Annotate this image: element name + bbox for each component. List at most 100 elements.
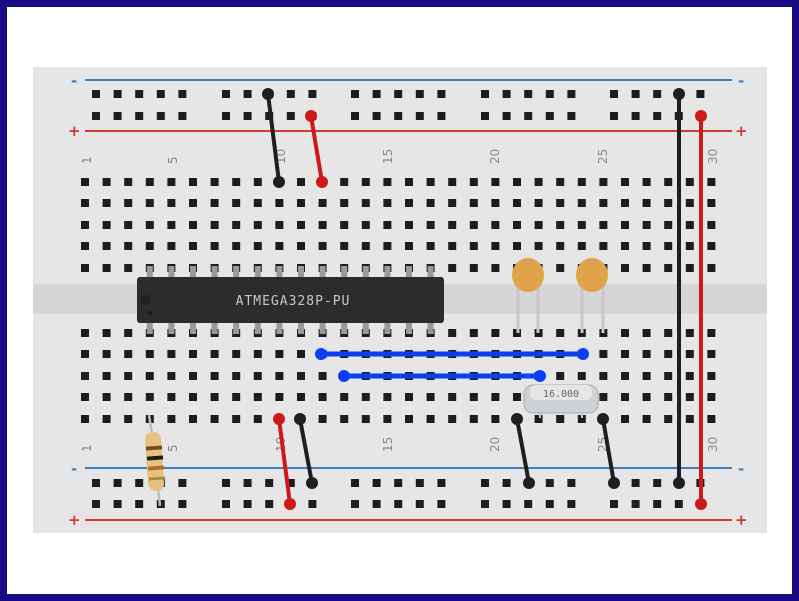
rail-hole [437,500,446,508]
breadboard-hole [577,178,586,186]
rail-hole [502,112,511,120]
breadboard-hole [232,393,241,401]
resistor-band-1 [145,445,163,451]
wire-black-long-right-end-a [673,88,685,100]
rail-hole [415,112,424,120]
breadboard-hole [405,415,413,423]
breadboard-hole [253,178,262,186]
breadboard-hole [664,221,673,229]
breadboard-hole [664,178,673,186]
capacitor-1[interactable] [512,258,544,333]
wire-red-top-11-line [309,114,324,184]
breadboard-hole [167,178,176,186]
rail-hole [481,500,489,508]
rail-hole [437,479,446,487]
breadboard-hole [81,329,89,337]
rail-hole [653,90,662,98]
top-column-numbers: 1 5 10 15 20 25 30 [80,149,720,164]
breadboard-hole [361,221,370,229]
top-left-minus-symbol: - [71,72,77,90]
rail-hole [567,90,576,98]
breadboard-hole [253,199,262,207]
breadboard-hole [167,221,176,229]
breadboard-hole [275,242,284,250]
breadboard-hole [232,242,241,250]
chip-pin [211,266,218,277]
capacitor-2[interactable] [576,258,608,333]
breadboard-hole [383,178,392,186]
breadboard-hole [189,372,197,380]
breadboard-hole [642,350,651,358]
breadboard-canvas: - - + + - - + + 1 5 10 15 20 25 30 1 5 1… [33,67,767,533]
breadboard-hole [448,221,457,229]
breadboard-hole [621,199,629,207]
chip-body [137,277,444,323]
atmega-chip[interactable]: ATMEGA328P-PU [137,277,444,323]
rail-hole [156,112,165,120]
rail-hole [135,90,144,98]
wire-black-bottom-11[interactable] [294,413,318,489]
wire-black-bottom-25[interactable] [597,413,620,489]
breadboard-hole [340,415,349,423]
breadboard-hole [685,178,694,186]
breadboard-hole [275,199,284,207]
breadboard-hole [102,393,111,401]
rail-hole [113,479,122,487]
chip-pin [427,323,434,334]
breadboard-hole [448,178,457,186]
wire-blue-lower[interactable] [338,370,546,382]
col-number-30-top: 30 [706,149,720,164]
breadboard-hole [167,350,176,358]
breadboard-hole [621,350,629,358]
rail-hole [481,90,489,98]
breadboard-hole [685,199,694,207]
wire-red-long-right[interactable] [695,110,707,510]
rail-hole [545,112,554,120]
breadboard-hole [469,393,478,401]
rail-hole [502,500,511,508]
crystal-oscillator[interactable]: 16.000 [523,384,599,418]
wire-blue-upper[interactable] [315,348,589,360]
wire-black-bottom-21[interactable] [511,413,535,489]
breadboard-hole [469,199,478,207]
col-number-15-top: 15 [381,149,395,164]
breadboard-hole [318,372,327,380]
wire-black-long-right[interactable] [673,88,685,489]
breadboard-hole [621,329,629,337]
breadboard-hole [81,350,89,358]
breadboard-hole [469,329,478,337]
breadboard-hole [621,264,629,272]
breadboard-hole [491,178,500,186]
rail-hole [437,90,446,98]
wire-red-bottom-10[interactable] [273,413,296,510]
breadboard-hole [448,242,457,250]
breadboard-hole [297,178,305,186]
wire-black-top-10[interactable] [262,88,285,188]
breadboard-hole [642,372,651,380]
breadboard-hole [642,329,651,337]
rail-hole [545,90,554,98]
breadboard-diagram: - - + + - - + + 1 5 10 15 20 25 30 1 5 1… [7,7,792,594]
breadboard-hole [621,415,629,423]
breadboard-hole [124,350,133,358]
wire-red-top-11[interactable] [305,110,328,188]
chip-pin [233,323,240,334]
breadboard-hole [405,221,413,229]
rail-hole [286,90,295,98]
wire-blue-upper-end-b [577,348,589,360]
wire-red-top-11-end-b [316,176,328,188]
rail-hole [92,500,100,508]
breadboard-hole [189,221,197,229]
breadboard-hole [189,242,197,250]
top-right-minus-symbol: - [738,72,744,90]
chip-pin [341,323,348,334]
chip-pin [298,266,304,277]
breadboard-hole [513,178,521,186]
rail-hole [243,90,252,98]
resistor[interactable] [145,414,166,507]
rail-hole [394,112,403,120]
wire-black-bottom-11-end-a [294,413,306,425]
breadboard-hole [297,372,305,380]
breadboard-hole [253,350,262,358]
wire-black-top-10-end-a [262,88,274,100]
